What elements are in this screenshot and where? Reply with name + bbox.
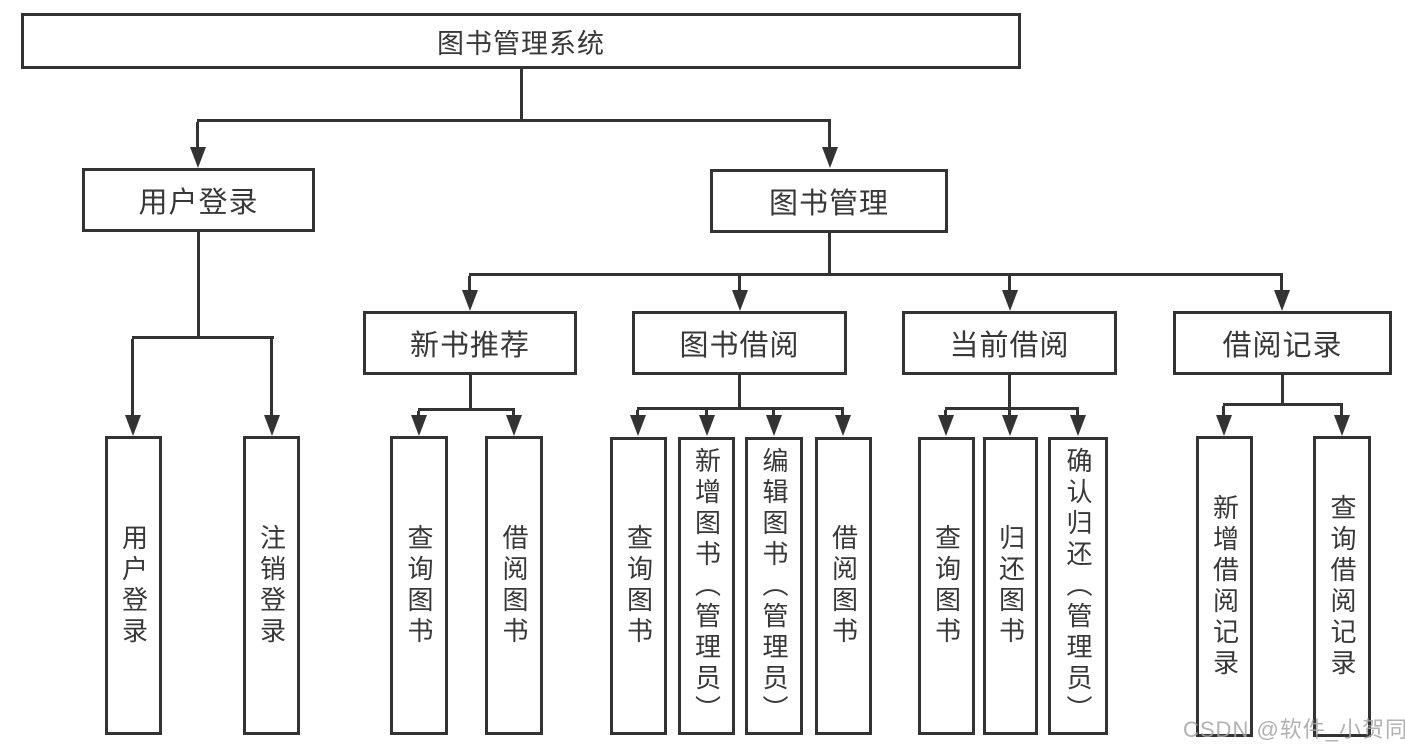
leaf-edit-book-admin: 编辑图书（管理员） — [745, 437, 803, 735]
csdn-watermark: CSDN @软件_小贺同学 — [1183, 717, 1405, 742]
arrow-to-borrowing-records — [1274, 276, 1290, 311]
leaf-logout: 注销登录 — [243, 436, 300, 735]
node-label: 借阅记录 — [1222, 330, 1343, 362]
arrow-to-leaf-borrow-books — [835, 410, 851, 436]
leaf-query-books-recommend: 查询图书 — [390, 436, 448, 735]
node-label: 当前借阅 — [949, 330, 1070, 362]
leaf-label: 确认归还（管理员） — [1063, 446, 1093, 726]
arrow-to-leaf-user-login — [125, 339, 141, 436]
leaf-query-books-borrow: 查询图书 — [610, 437, 667, 735]
leaf-label: 查询图书 — [623, 524, 654, 648]
leaf-user-login: 用户登录 — [105, 436, 162, 735]
connector-recommend-stem — [469, 375, 472, 411]
arrow-to-leaf-query-borrow-record — [1334, 406, 1350, 436]
arrow-to-leaf-logout — [264, 339, 280, 436]
leaf-query-books-current: 查询图书 — [918, 437, 975, 735]
leaf-query-borrow-record: 查询借阅记录 — [1313, 436, 1371, 737]
connector-book-management-stem — [828, 233, 831, 276]
node-label: 图书借阅 — [679, 330, 800, 362]
leaf-add-book-admin: 新增图书（管理员） — [678, 437, 735, 735]
arrow-to-leaf-add-borrow-record — [1216, 406, 1232, 436]
node-user-login: 用户登录 — [82, 168, 315, 232]
leaf-confirm-return-admin: 确认归还（管理员） — [1048, 437, 1108, 735]
connector-root-rail — [197, 119, 831, 122]
connector-records-stem — [1281, 375, 1284, 406]
arrow-to-leaf-query-books-current — [938, 410, 954, 436]
arrow-to-leaf-query-books-recommend — [411, 411, 427, 436]
arrow-to-leaf-confirm-return-admin — [1070, 410, 1086, 436]
arrow-to-leaf-add-book-admin — [699, 410, 715, 436]
leaf-label: 查询图书 — [404, 523, 434, 648]
arrow-to-leaf-query-books-borrow — [630, 410, 646, 436]
node-label: 用户登录 — [138, 187, 259, 219]
connector-current-stem — [1008, 375, 1011, 410]
arrow-to-new-book-recommendation — [462, 276, 478, 311]
leaf-label: 查询借阅记录 — [1327, 493, 1357, 680]
node-book-management: 图书管理 — [710, 169, 948, 233]
node-current-borrowing: 当前借阅 — [902, 311, 1117, 375]
connector-recommend-rail — [418, 408, 515, 411]
node-label: 图书管理 — [768, 188, 889, 220]
leaf-label: 归还图书 — [995, 524, 1026, 648]
node-label: 图书管理系统 — [437, 28, 605, 59]
node-library-system: 图书管理系统 — [21, 13, 1021, 69]
node-borrowing-records: 借阅记录 — [1173, 311, 1392, 375]
arrow-to-user-login — [190, 122, 206, 168]
node-new-book-recommendation: 新书推荐 — [363, 311, 577, 375]
node-book-borrowing: 图书借阅 — [632, 311, 847, 375]
connector-root-stem — [520, 69, 523, 122]
node-label: 新书推荐 — [409, 330, 530, 362]
connector-user-login-stem — [197, 232, 200, 339]
leaf-label: 查询图书 — [931, 524, 962, 648]
connector-borrowing-rail — [637, 407, 844, 410]
arrow-to-book-management — [822, 122, 838, 168]
connector-borrowing-stem — [738, 375, 741, 410]
leaf-label: 注销登录 — [256, 523, 287, 648]
leaf-label: 编辑图书（管理员） — [759, 446, 789, 726]
connector-book-management-rail — [469, 273, 1283, 276]
leaf-borrow-books-recommend: 借阅图书 — [485, 436, 543, 735]
connector-user-login-rail — [132, 336, 274, 339]
connector-records-rail — [1223, 403, 1343, 406]
arrow-to-leaf-return-book — [1002, 410, 1018, 436]
leaf-return-book: 归还图书 — [983, 437, 1038, 735]
leaf-label: 新增图书（管理员） — [691, 446, 722, 726]
arrow-to-book-borrowing — [732, 276, 748, 311]
leaf-label: 新增借阅记录 — [1209, 493, 1240, 680]
leaf-borrow-books: 借阅图书 — [815, 437, 872, 735]
arrow-to-current-borrowing — [1002, 276, 1018, 311]
leaf-add-borrow-record: 新增借阅记录 — [1196, 436, 1253, 737]
arrow-to-leaf-borrow-books-recommend — [506, 411, 522, 436]
leaf-label: 借阅图书 — [828, 524, 859, 648]
connector-current-rail — [945, 407, 1079, 410]
leaf-label: 借阅图书 — [499, 523, 529, 648]
leaf-label: 用户登录 — [118, 523, 149, 648]
arrow-to-leaf-edit-book-admin — [766, 410, 782, 436]
